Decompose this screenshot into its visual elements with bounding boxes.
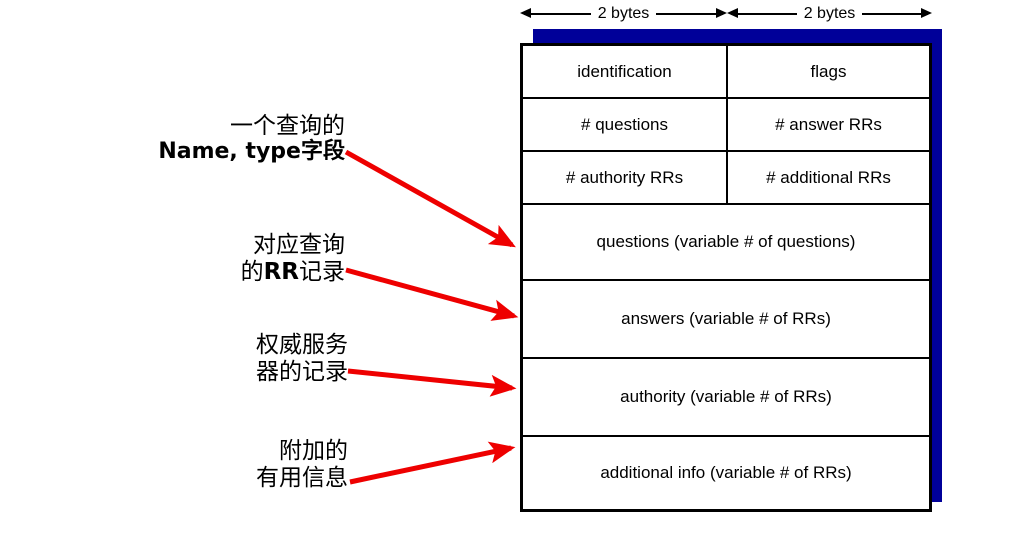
field-answers: answers (variable # of RRs) [621,309,831,328]
arrow-right-icon [716,8,727,18]
arrow-right-icon [921,8,932,18]
ruler-segment-2: 2 bytes [727,0,932,28]
annotation-authority: 权威服务 器的记录 [10,331,348,385]
annotation-questions-emphasis: Name, type [158,139,301,165]
annotation-questions-line2-tail: 字段 [300,139,345,165]
annotation-answers-line2-tail: 记录 [299,259,345,285]
table-row: # questions # answer RRs [523,99,929,152]
table-row: # authority RRs # additional RRs [523,152,929,205]
ruler-label-2: 2 bytes [796,6,863,22]
table-row: questions (variable # of questions) [523,205,929,281]
table-row: authority (variable # of RRs) [523,359,929,437]
annotation-authority-line1: 权威服务 [256,332,348,357]
annotation-authority-line2: 器的记录 [256,359,348,385]
annotation-additional: 附加的 有用信息 [10,437,348,491]
table-row: answers (variable # of RRs) [523,281,929,359]
field-num-additional-rrs: # additional RRs [766,167,891,187]
annotation-questions-line2: Name, type字段 [10,139,345,165]
annotation-additional-line1: 附加的 [279,438,348,463]
annotation-answers: 对应查询 的RR记录 [10,231,345,286]
field-num-authority-rrs: # authority RRs [523,152,729,203]
annotation-answers-line2-head: 的 [240,259,264,285]
annotation-answers-emphasis: RR [263,259,299,286]
arrow-to-authority [347,368,517,397]
table-row: identification flags [523,46,929,99]
field-num-answer-rrs: # answer RRs [775,114,882,134]
annotation-additional-line2: 有用信息 [256,465,348,491]
arrow-left-icon [727,8,738,18]
arrow-left-icon [520,8,531,18]
table-row: additional info (variable # of RRs) [523,437,929,509]
arrow-to-questions [344,149,516,248]
arrow-to-additional [349,441,516,485]
field-authority: authority (variable # of RRs) [620,387,832,406]
dns-packet-table: identification flags # questions # answe… [520,43,932,512]
annotation-questions: 一个查询的 Name, type字段 [10,112,345,165]
byte-width-ruler: 2 bytes 2 bytes [520,0,932,28]
field-flags: flags [810,61,847,81]
annotation-answers-line2: 的RR记录 [10,258,345,286]
field-num-questions: # questions [523,99,729,150]
ruler-label-1: 2 bytes [590,6,657,22]
field-questions: questions (variable # of questions) [596,232,856,251]
field-identification: identification [523,46,729,97]
arrow-to-answers [345,267,519,321]
field-additional-info: additional info (variable # of RRs) [600,463,852,482]
annotation-questions-line1: 一个查询的 [230,113,345,138]
annotation-answers-line1: 对应查询 [253,232,345,257]
ruler-segment-1: 2 bytes [520,0,727,28]
